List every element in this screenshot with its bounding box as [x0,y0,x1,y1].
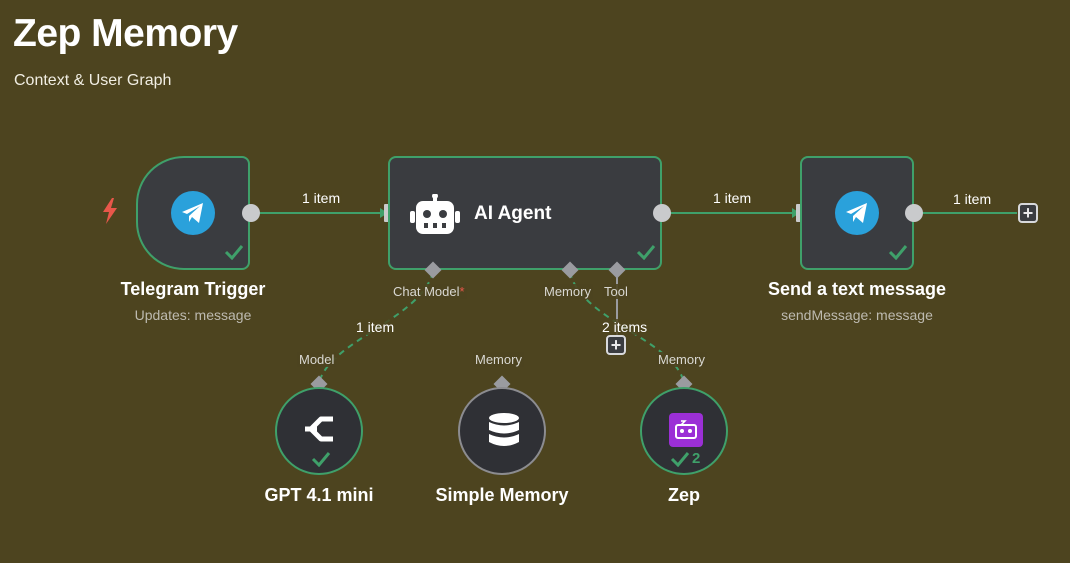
zep-icon [669,413,703,447]
telegram-trigger-title: Telegram Trigger [120,279,266,299]
telegram-trigger-subtitle: Updates: message [134,307,252,323]
send-message-node[interactable] [800,156,914,270]
page-title: Zep Memory [13,12,238,55]
success-check-icon [224,244,244,265]
model-input-label: Model [297,352,337,367]
page-subtitle: Context & User Graph [14,72,172,89]
output-port[interactable] [242,204,260,222]
add-node-button[interactable]: + [1018,203,1038,223]
database-icon [487,412,521,455]
simple-memory-node[interactable] [458,387,546,475]
simple-memory-title: Simple Memory [435,485,569,505]
output-port[interactable] [653,204,671,222]
edge-label-trigger-agent: 1 item [300,190,343,206]
trigger-bolt-icon [101,198,119,229]
telegram-icon [171,191,215,235]
output-port[interactable] [905,204,923,222]
edge-label-zep: 2 items [600,319,650,335]
memory-slot-label: Memory [542,284,593,299]
chat-model-slot-label: Chat Model* [391,284,467,299]
add-tool-button[interactable]: + [606,335,626,355]
telegram-trigger-node[interactable] [136,156,250,270]
edge-label-model: 1 item [354,319,397,335]
success-check-icon [670,451,690,472]
edge-label-agent-send: 1 item [711,190,754,206]
openai-icon [303,413,339,450]
robot-icon [410,193,460,241]
send-message-title: Send a text message [767,279,947,299]
telegram-icon [835,191,879,235]
send-message-subtitle: sendMessage: message [781,307,933,323]
ai-agent-node[interactable]: AI Agent [388,156,662,270]
zep-node[interactable]: 2 [640,387,728,475]
connection-memory-zep [569,271,685,384]
edge-label-send-output: 1 item [951,191,994,207]
success-check-icon [636,244,656,265]
gpt-node[interactable] [275,387,363,475]
connection-model [318,271,434,384]
ai-agent-title: AI Agent [474,203,552,224]
tool-slot-label: Tool [602,284,630,299]
success-check-icon [888,244,908,265]
memory-input-label: Memory [473,352,524,367]
zep-run-count: 2 [692,450,701,467]
memory-input-label: Memory [656,352,707,367]
gpt-title: GPT 4.1 mini [264,485,374,505]
zep-title: Zep [667,485,700,505]
success-check-icon [311,451,331,472]
